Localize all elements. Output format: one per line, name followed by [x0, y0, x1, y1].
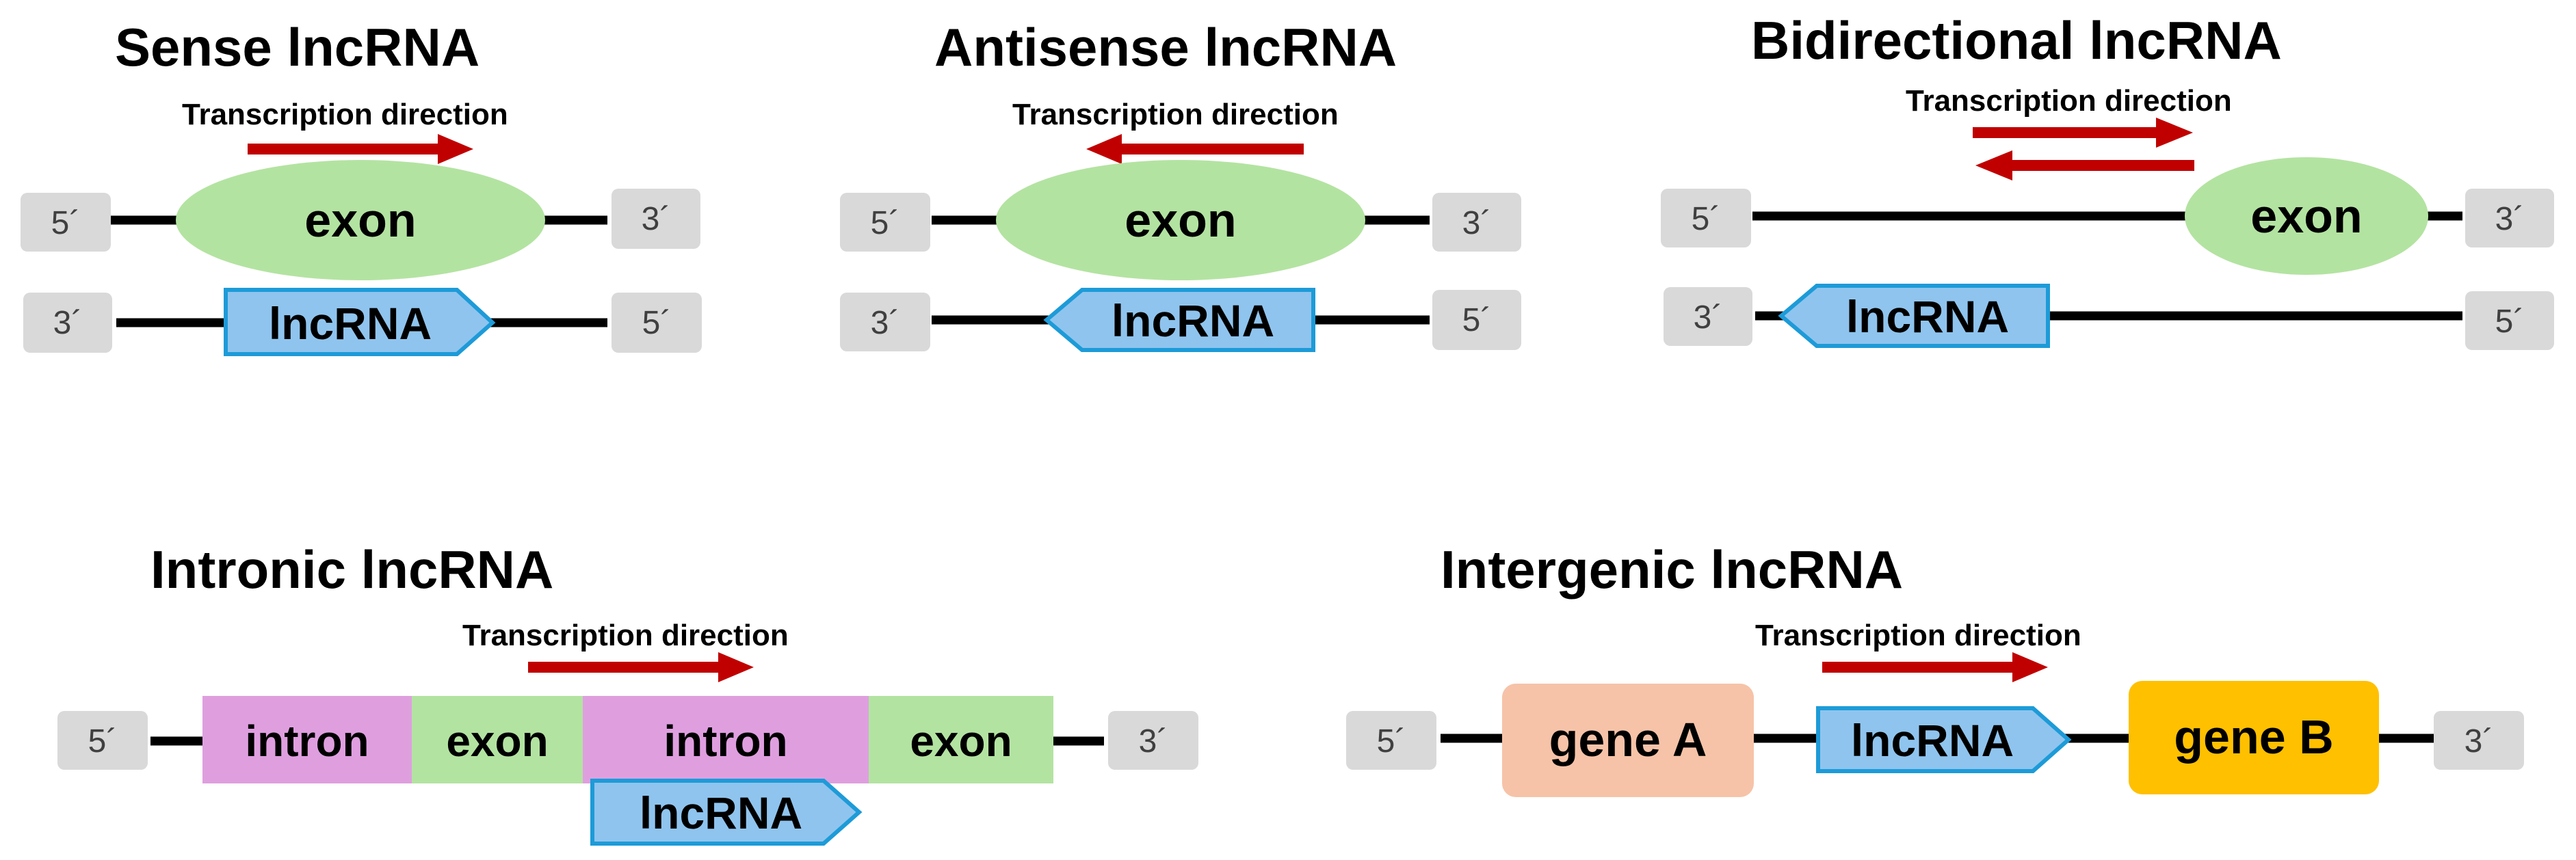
intronic-title: Intronic lncRNA — [150, 539, 553, 600]
intronic-segment-intron-1 — [202, 696, 412, 783]
panel-sense: Sense lncRNA Transcription direction exo… — [21, 17, 702, 356]
intronic-segment-exon-2 — [869, 696, 1053, 783]
intronic-end-left-label: 5´ — [88, 723, 118, 760]
intronic-segment-exon-2-label: exon — [910, 716, 1012, 766]
intronic-segment-exon-1 — [412, 696, 583, 783]
intergenic-gene-b-box — [2129, 681, 2379, 794]
intergenic-end-left-label: 5´ — [1377, 723, 1406, 760]
intronic-caption: Transcription direction — [462, 619, 789, 652]
intergenic-gene-a-label: gene A — [1549, 713, 1707, 766]
bidirectional-exon-shape — [2185, 157, 2428, 275]
intronic-segment-exon-1-label: exon — [446, 716, 548, 766]
bidirectional-lncrna-shape — [1778, 284, 2050, 348]
intergenic-end-left — [1346, 711, 1436, 770]
intergenic-lncrna-shape — [1816, 706, 2072, 773]
antisense-exon-label: exon — [1125, 193, 1236, 247]
bidirectional-forward-arrow — [1973, 118, 2193, 148]
intronic-end-left — [57, 711, 148, 770]
intergenic-end-right-label: 3´ — [2465, 723, 2494, 760]
intergenic-gene-a-box — [1502, 684, 1754, 797]
antisense-transcription-arrow — [1086, 134, 1304, 164]
antisense-end-bottom-right-label: 5´ — [1462, 302, 1492, 338]
bidirectional-end-top-left — [1661, 189, 1751, 247]
sense-end-bottom-right — [612, 293, 702, 353]
antisense-end-bottom-left-label: 3´ — [871, 305, 900, 341]
sense-end-bottom-right-label: 5´ — [642, 305, 672, 341]
intronic-segment-intron-2 — [583, 696, 869, 783]
panel-intronic: Intronic lncRNA Transcription direction … — [57, 539, 1198, 846]
sense-end-top-right-label: 3´ — [642, 201, 671, 237]
intergenic-end-right — [2434, 711, 2524, 770]
sense-caption: Transcription direction — [182, 98, 508, 131]
intronic-segment-intron-2-label: intron — [663, 716, 787, 766]
bidirectional-reverse-arrow — [1975, 150, 2194, 180]
sense-end-bottom-left-label: 3´ — [53, 305, 83, 341]
antisense-end-top-left-label: 5´ — [871, 205, 900, 241]
antisense-end-bottom-right — [1432, 290, 1521, 350]
bidirectional-exon-label: exon — [2250, 189, 2362, 243]
panel-antisense: Antisense lncRNA Transcription direction… — [840, 17, 1521, 352]
sense-exon-shape — [176, 160, 545, 280]
antisense-title: Antisense lncRNA — [934, 17, 1397, 77]
antisense-caption: Transcription direction — [1012, 98, 1339, 131]
intergenic-caption: Transcription direction — [1755, 619, 2081, 652]
intronic-lncrna-label: lncRNA — [640, 788, 802, 838]
panel-intergenic: Intergenic lncRNA Transcription directio… — [1346, 539, 2524, 797]
bidirectional-end-bottom-left — [1664, 287, 1752, 346]
sense-end-bottom-left — [23, 293, 112, 353]
sense-end-top-left — [21, 193, 111, 252]
intronic-end-right — [1108, 711, 1198, 770]
intergenic-gene-b-label: gene B — [2174, 710, 2333, 764]
sense-lncrna-label: lncRNA — [269, 298, 432, 349]
bidirectional-end-top-right-label: 3´ — [2495, 201, 2525, 237]
intronic-end-right-label: 3´ — [1139, 723, 1168, 760]
bidirectional-caption: Transcription direction — [1906, 84, 2232, 118]
antisense-end-bottom-left — [840, 293, 930, 351]
intergenic-lncrna-label: lncRNA — [1851, 715, 2014, 766]
antisense-end-top-right-label: 3´ — [1462, 205, 1492, 241]
bidirectional-end-top-left-label: 5´ — [1692, 201, 1721, 237]
bidirectional-end-top-right — [2465, 189, 2554, 247]
intronic-lncrna-shape — [590, 779, 863, 846]
bidirectional-end-bottom-right — [2465, 291, 2554, 350]
panel-bidirectional: Bidirectional lncRNA Transcription direc… — [1661, 10, 2554, 350]
sense-lncrna-shape — [224, 288, 496, 356]
sense-end-top-left-label: 5´ — [51, 205, 81, 241]
bidirectional-title: Bidirectional lncRNA — [1751, 10, 2282, 70]
antisense-end-top-left — [840, 193, 930, 252]
bidirectional-end-bottom-left-label: 3´ — [1694, 299, 1723, 336]
intergenic-transcription-arrow — [1822, 652, 2048, 682]
antisense-lncrna-label: lncRNA — [1112, 295, 1274, 346]
sense-transcription-arrow — [248, 134, 473, 164]
intronic-segment-intron-1-label: intron — [245, 716, 369, 766]
sense-title: Sense lncRNA — [115, 17, 479, 77]
sense-exon-label: exon — [304, 193, 416, 247]
antisense-lncrna-shape — [1043, 288, 1315, 352]
intronic-transcription-arrow — [528, 652, 754, 682]
sense-end-top-right — [612, 189, 700, 249]
bidirectional-lncrna-label: lncRNA — [1846, 291, 2009, 342]
intergenic-title: Intergenic lncRNA — [1441, 539, 1903, 600]
antisense-end-top-right — [1432, 193, 1521, 252]
bidirectional-end-bottom-right-label: 5´ — [2495, 304, 2525, 340]
antisense-exon-shape — [996, 160, 1365, 280]
